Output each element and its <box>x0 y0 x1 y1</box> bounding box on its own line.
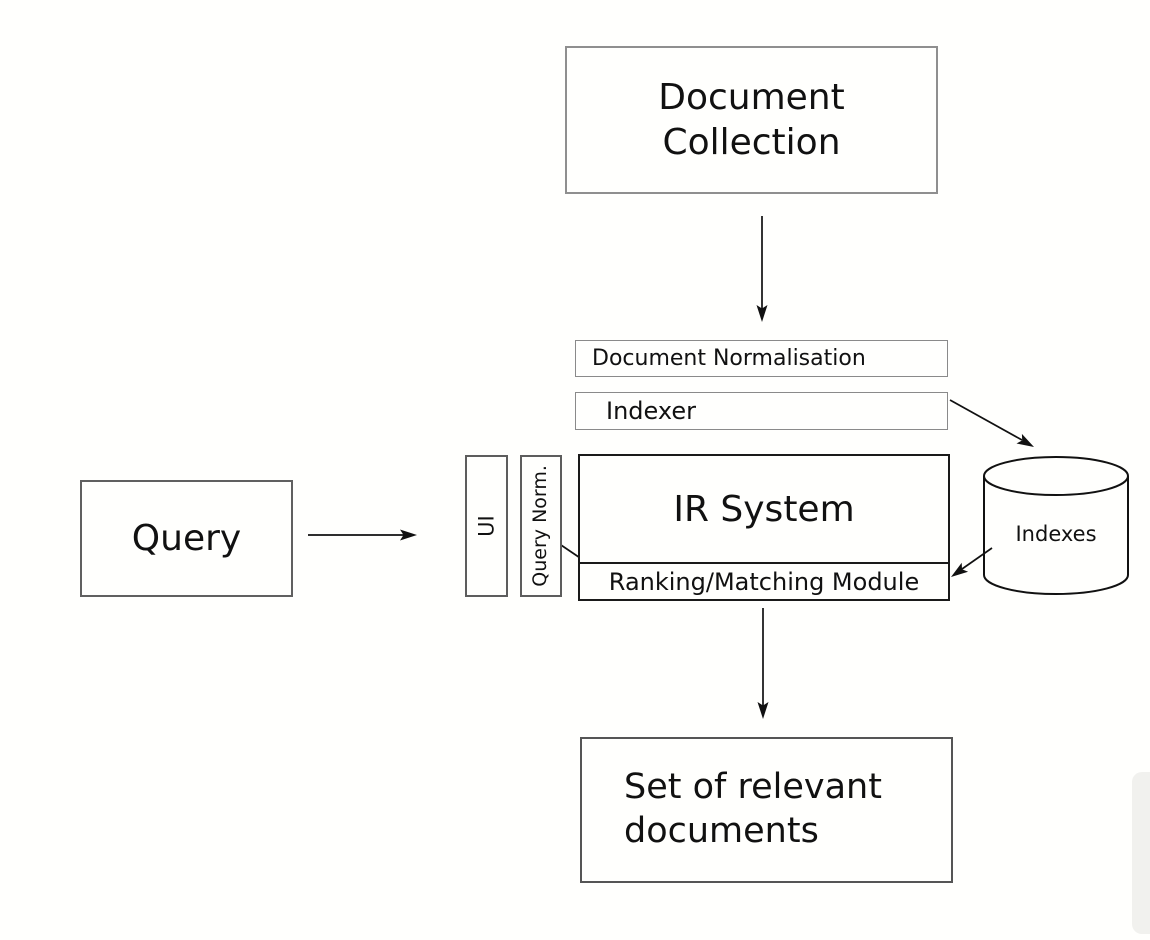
query-label: Query <box>131 518 242 559</box>
arrow-indexer-to-indexes <box>949 399 1034 447</box>
cylinder-body <box>983 476 1129 595</box>
document-collection-label: Document Collection <box>658 77 845 163</box>
indexer-label: Indexer <box>606 397 696 425</box>
ui-box: UI <box>465 455 508 597</box>
ir-system-box: IR System <box>578 454 950 601</box>
document-normalisation-label: Document Normalisation <box>592 345 866 371</box>
query-norm-label: Query Norm. <box>529 465 552 587</box>
arrow-collection-to-normalisation <box>756 216 768 322</box>
set-of-relevant-documents-box: Set of relevant documents <box>580 737 953 883</box>
ranking-matching-module-box: Ranking/Matching Module <box>578 562 950 601</box>
query-box: Query <box>80 480 293 597</box>
query-norm-box: Query Norm. <box>520 455 562 597</box>
arrow-ranking-to-results <box>757 608 769 719</box>
cylinder-top <box>983 456 1129 496</box>
ir-system-label: IR System <box>673 488 855 530</box>
indexes-label: Indexes <box>1015 522 1096 546</box>
arrow-query-to-ui <box>308 529 417 541</box>
document-normalisation-box: Document Normalisation <box>575 340 948 377</box>
arrow-indexes-to-ranking <box>951 547 993 577</box>
ranking-matching-module-label: Ranking/Matching Module <box>608 567 920 596</box>
indexer-box: Indexer <box>575 392 948 430</box>
set-of-relevant-documents-label: Set of relevant documents <box>624 767 882 851</box>
scrollbar-thumb[interactable] <box>1132 772 1150 934</box>
indexes-database-cylinder: Indexes <box>983 456 1129 595</box>
document-collection-box: Document Collection <box>565 46 938 194</box>
ui-label: UI <box>474 515 499 537</box>
